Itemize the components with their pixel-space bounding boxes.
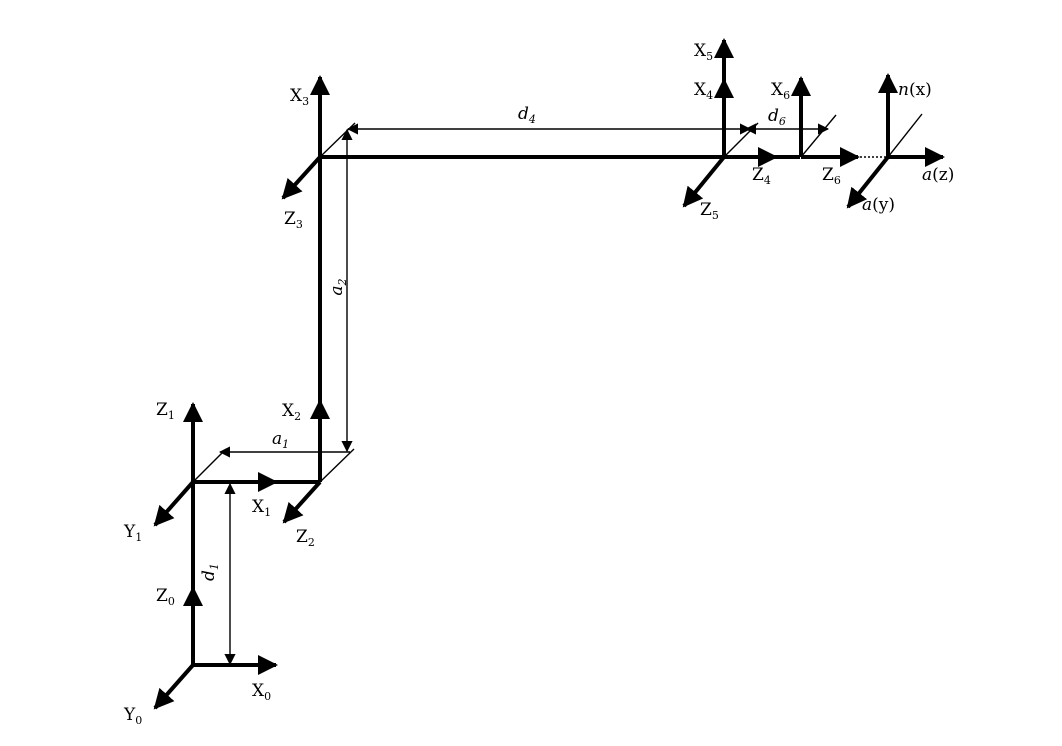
dimension-lines: d1 a1 a2 d4 d6 (199, 104, 830, 666)
z2-axis-arrow (282, 480, 322, 524)
x0-label: X0 (252, 681, 271, 703)
tool-frame: n(x) a(z) a(y) (846, 73, 954, 215)
x6-label: X6 (771, 80, 790, 102)
y1-axis-arrow (153, 480, 195, 527)
d4-label: d4 (518, 104, 536, 126)
z2-label: Z2 (296, 527, 315, 549)
x3-label: X3 (290, 86, 309, 108)
x4-label: X4 (694, 80, 713, 102)
z3-axis-arrow (281, 155, 322, 200)
a1-label: a1 (272, 429, 289, 451)
y0-label: Y0 (123, 705, 142, 727)
d1-label: d1 (199, 563, 221, 581)
tool-diagonal-guide (887, 113, 923, 158)
z0-label: Z0 (156, 586, 175, 608)
z5-label: Z5 (700, 200, 719, 222)
y0-axis-arrow (153, 663, 195, 710)
frame-1-diagonal-guide (192, 448, 227, 483)
z4-label: Z4 (752, 165, 771, 187)
x5-label: X5 (694, 41, 713, 63)
o-axis-arrow (846, 155, 890, 209)
frame-1: Z1 X1 Y1 (123, 400, 278, 544)
z5-axis-arrow (682, 155, 726, 208)
a-y-label: a(y) (862, 195, 895, 215)
frame-2-diagonal-guide (319, 448, 355, 483)
x2-label: X2 (282, 401, 301, 423)
frame-0: Z0 X0 Y0 (123, 586, 278, 727)
frame-4-diagonal-guide (723, 122, 759, 158)
d6-label: d6 (768, 106, 786, 128)
frame-6-diagonal-guide (800, 114, 837, 158)
frame-4-5: X5 X4 Z4 Z5 (682, 38, 778, 222)
frame-2: X2 Z2 (282, 399, 355, 549)
z6-label: Z6 (822, 165, 841, 187)
n-x-label: n(x) (898, 80, 932, 100)
frame-3-diagonal-guide (319, 122, 356, 158)
a2-label: a2 (327, 278, 349, 295)
z3-label: Z3 (284, 209, 303, 231)
x1-label: X1 (252, 497, 271, 519)
y1-label: Y1 (123, 522, 142, 544)
z1-label: Z1 (156, 400, 175, 422)
frame-6: X6 Z6 (771, 76, 860, 187)
a-z-label: a(z) (922, 165, 954, 185)
